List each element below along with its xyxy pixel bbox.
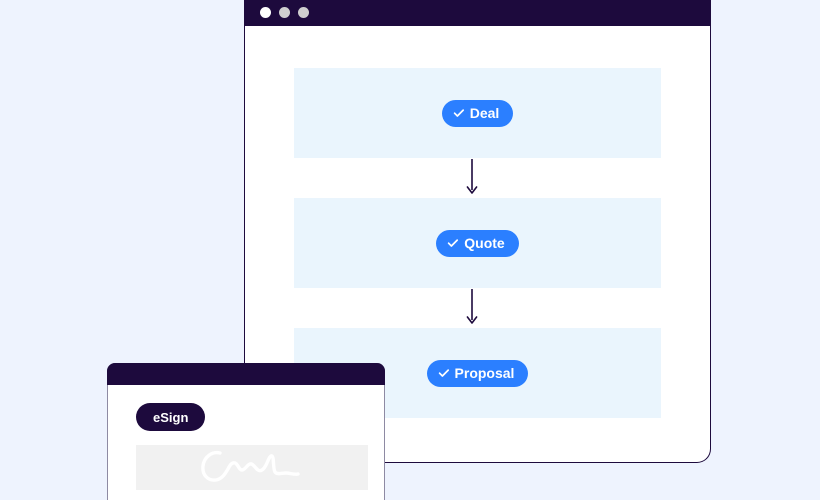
check-icon [438, 367, 450, 379]
traffic-light-dot-minimize[interactable] [278, 6, 290, 18]
check-icon [453, 107, 465, 119]
flow-step-quote-container: Quote [294, 198, 661, 288]
flow-step-label: Proposal [454, 365, 515, 381]
signature-canvas[interactable] [136, 445, 368, 490]
flow-step-badge-quote[interactable]: Quote [436, 229, 519, 257]
workflow-window: Deal Quote [243, 0, 711, 463]
esign-window-body: eSign [108, 386, 384, 500]
flow-step-badge-deal[interactable]: Deal [441, 99, 514, 127]
esign-window: eSign [106, 362, 385, 500]
flow-step-badge-proposal[interactable]: Proposal [426, 359, 529, 387]
flow-step-label: Quote [464, 235, 505, 251]
esign-badge-label: eSign [153, 409, 189, 425]
esign-window-titlebar [106, 362, 385, 385]
check-icon [447, 237, 459, 249]
workflow-window-body: Deal Quote [245, 26, 710, 462]
flow-step-proposal-container: Proposal [294, 328, 661, 418]
flow-step-deal-container: Deal [294, 68, 661, 158]
traffic-light-dot-close[interactable] [259, 6, 271, 18]
arrow-down-icon [465, 159, 479, 197]
flow-step-label: Deal [469, 105, 500, 121]
signature-stroke-icon [201, 450, 300, 482]
traffic-light-dot-maximize[interactable] [297, 6, 309, 18]
arrow-down-icon [465, 289, 479, 327]
esign-badge[interactable]: eSign [136, 403, 206, 431]
workflow-window-titlebar [243, 0, 711, 26]
